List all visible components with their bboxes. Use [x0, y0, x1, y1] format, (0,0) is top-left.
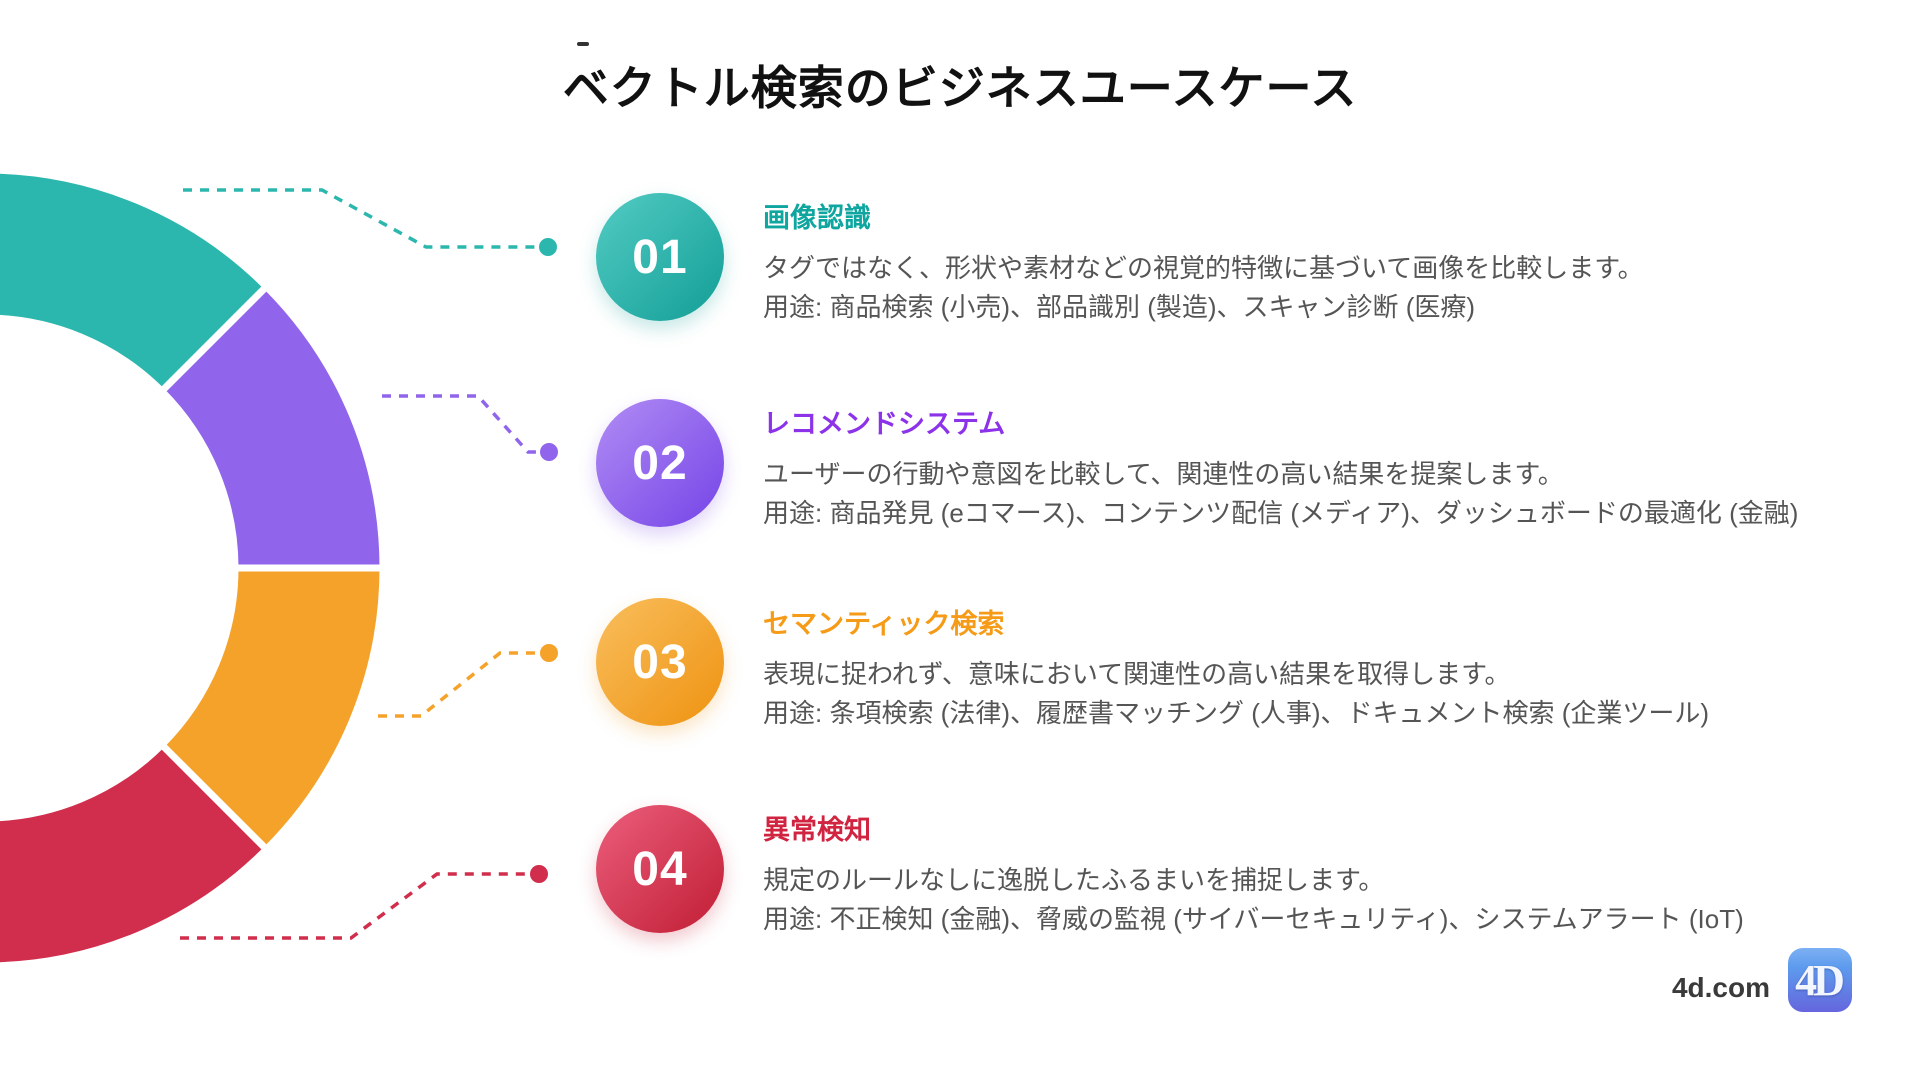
use-case-block-image-recognition: 画像認識 タグではなく、形状や素材などの視覚的特徴に基づいて画像を比較します。 … [763, 196, 1920, 327]
use-case-heading: レコメンドシステム [763, 409, 1006, 439]
connector-dot-03 [540, 644, 558, 662]
connector-line-01 [183, 188, 535, 249]
use-case-applications: 用途: 商品検索 (小売)、部品識別 (製造)、スキャン診断 (医療) [763, 292, 1476, 322]
use-case-block-anomaly-detection: 異常検知 規定のルールなしに逸脱したふるまいを捕捉します。 用途: 不正検知 (… [763, 808, 1920, 939]
step-number: 02 [632, 436, 688, 490]
connector-dots [530, 238, 558, 883]
use-case-description: タグではなく、形状や素材などの視覚的特徴に基づいて画像を比較します。 [763, 253, 1644, 283]
4d-logo-text: 4D [1795, 955, 1845, 1005]
stray-dash-mark [577, 42, 589, 46]
use-case-heading: セマンティック検索 [763, 609, 1005, 639]
step-circle-02: 02 [596, 399, 724, 527]
step-number: 01 [632, 230, 688, 284]
connector-line-03 [378, 651, 537, 718]
use-case-applications: 用途: 商品発見 (eコマース)、コンテンツ配信 (メディア)、ダッシュボードの… [763, 498, 1799, 528]
step-circle-04: 04 [596, 805, 724, 933]
site-url-text: 4d.com [1671, 972, 1770, 1003]
connector-dot-04 [530, 865, 548, 883]
connector-line-02 [382, 394, 537, 454]
use-case-description: 規定のルールなしに逸脱したふるまいを捕捉します。 [763, 865, 1385, 895]
step-circle-01: 01 [596, 193, 724, 321]
branding-footer: 4d.com 4D [1672, 948, 1852, 1012]
use-case-block-recommendation: レコメンドシステム ユーザーの行動や意図を比較して、関連性の高い結果を提案します… [763, 402, 1920, 533]
step-number: 04 [632, 842, 688, 896]
use-case-heading: 異常検知 [763, 815, 871, 845]
donut-segment-04 [0, 741, 270, 970]
use-case-description: 表現に捉われず、意味において関連性の高い結果を取得します。 [763, 659, 1511, 689]
step-number: 03 [632, 635, 688, 689]
connector-dot-02 [540, 443, 558, 461]
4d-logo-icon: 4D [1788, 948, 1852, 1012]
use-case-description: ユーザーの行動や意図を比較して、関連性の高い結果を提案します。 [763, 459, 1564, 489]
use-case-heading: 画像認識 [763, 203, 871, 233]
use-case-block-semantic-search: セマンティック検索 表現に捉われず、意味において関連性の高い結果を取得します。 … [763, 602, 1920, 733]
connectors [180, 188, 537, 940]
page-title: ベクトル検索のビジネスユースケース [562, 62, 1358, 114]
use-case-applications: 用途: 条項検索 (法律)、履歴書マッチング (人事)、ドキュメント検索 (企業… [763, 698, 1710, 728]
connector-line-04 [180, 872, 527, 940]
use-case-applications: 用途: 不正検知 (金融)、脅威の監視 (サイバーセキュリティ)、システムアラー… [763, 904, 1744, 934]
connector-dot-01 [539, 238, 557, 256]
donut-chart [0, 166, 387, 970]
step-circle-03: 03 [596, 598, 724, 726]
